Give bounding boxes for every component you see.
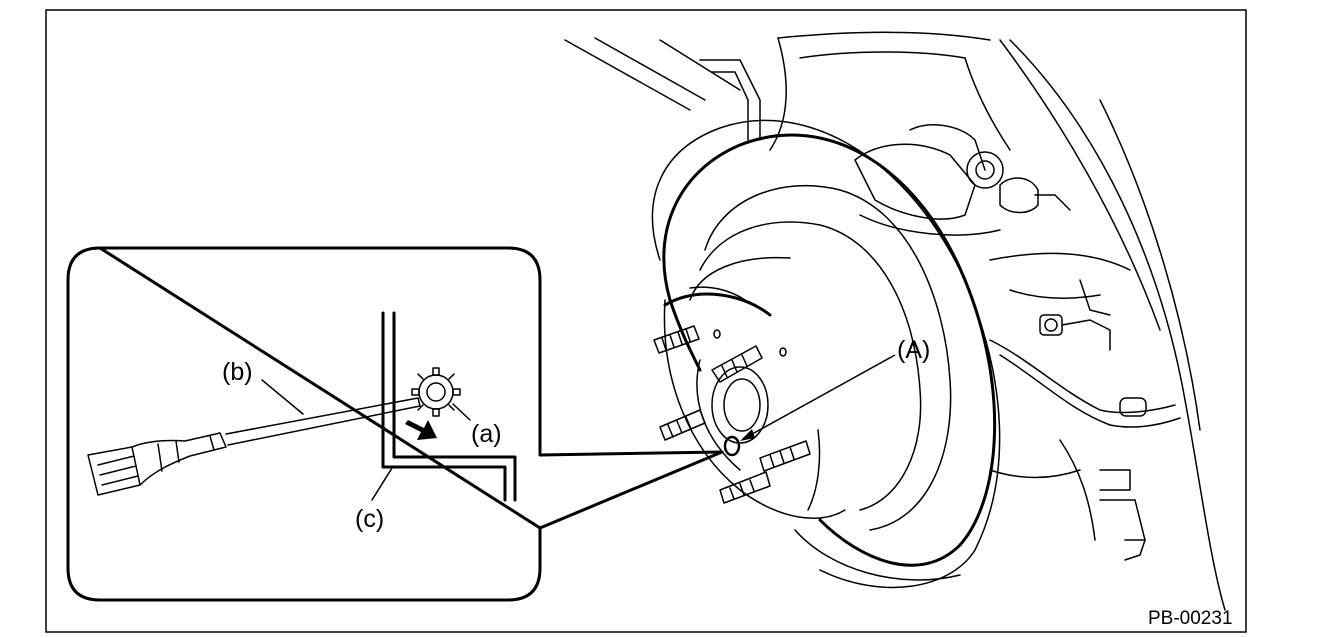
figure-code: PB-00231 [1148, 608, 1233, 629]
screwdriver [87, 397, 421, 496]
detail-inset [66, 246, 542, 602]
wheel-studs [653, 325, 811, 504]
brake-drum [651, 119, 1001, 589]
suspension-assembly [564, 31, 1226, 611]
leader-line-A [744, 354, 896, 439]
label-adjuster: (a) [471, 420, 502, 448]
zoom-connector [538, 450, 724, 530]
label-backplate: (c) [355, 505, 384, 533]
label-access-hole: (A) [897, 336, 930, 364]
leader-arrowhead-A [740, 429, 755, 441]
access-hole [723, 435, 741, 457]
adjuster-star-wheel [411, 367, 461, 417]
label-screwdriver: (b) [222, 358, 253, 386]
backplate-section [381, 311, 507, 502]
direction-arrow [405, 420, 437, 440]
